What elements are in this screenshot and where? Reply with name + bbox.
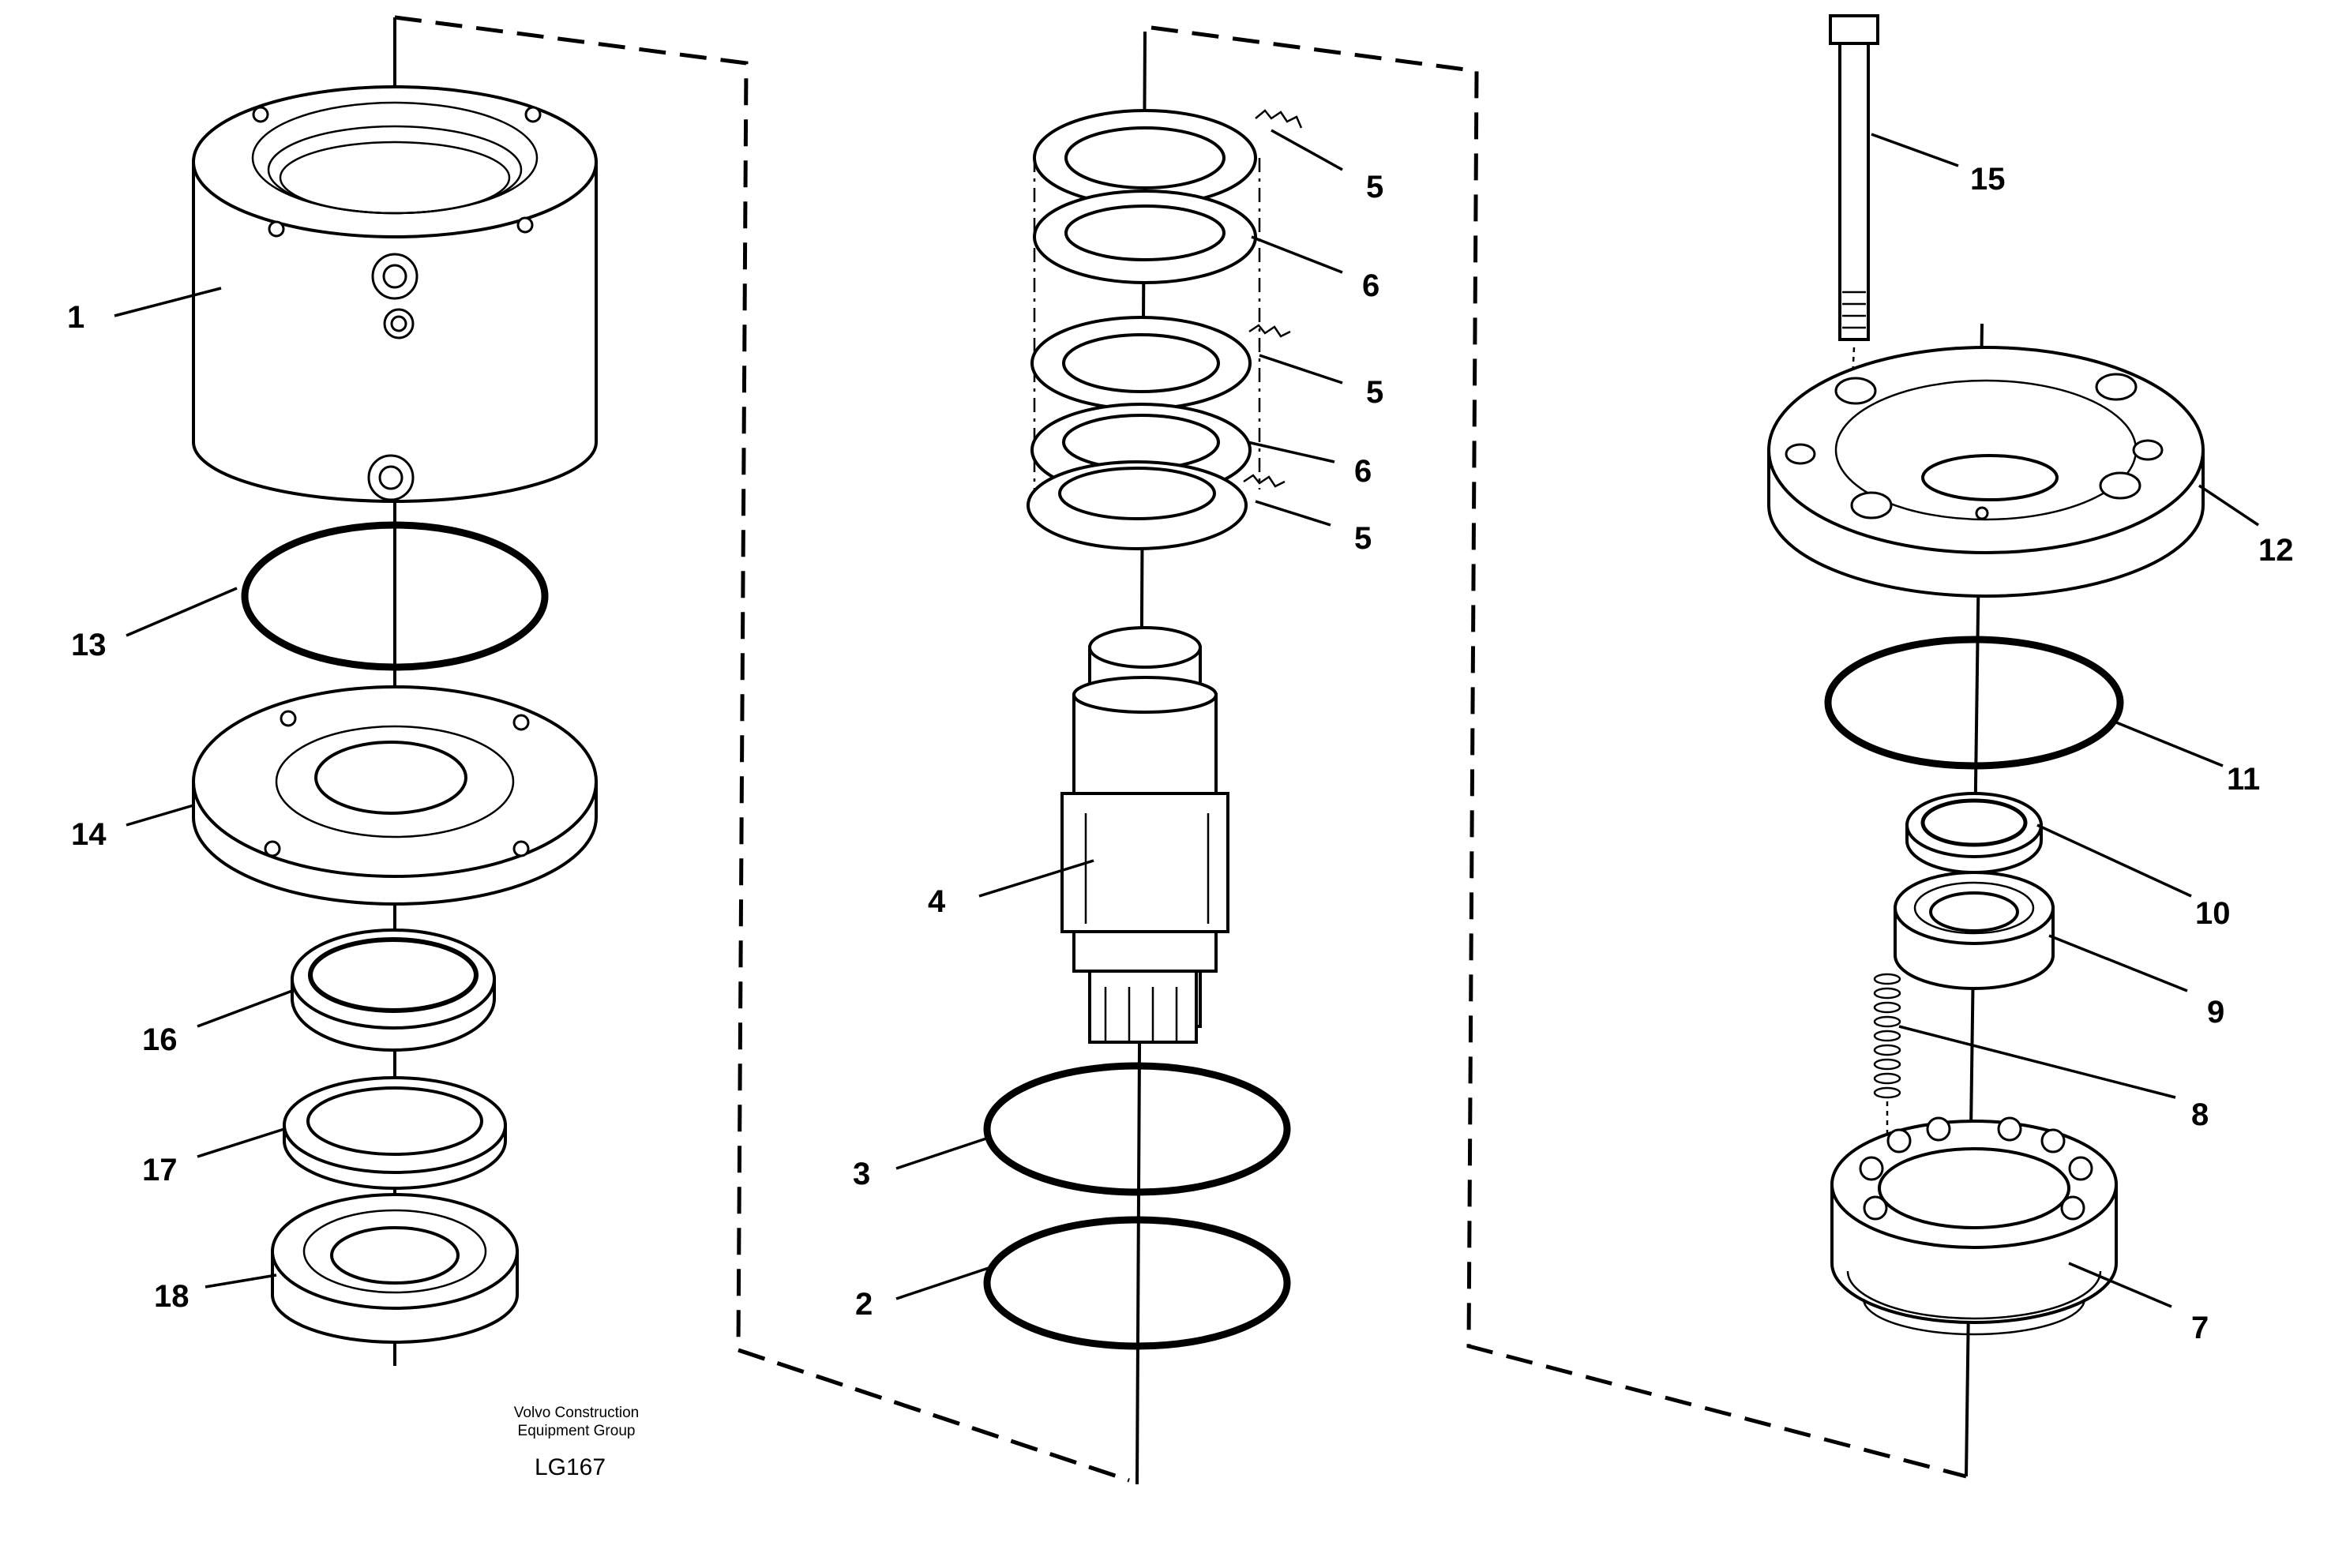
callout-15: 15 <box>1970 162 2006 197</box>
part-9-bearing <box>1894 871 2055 990</box>
callout-7: 7 <box>2191 1311 2209 1345</box>
figure-reference: LG167 <box>535 1454 606 1480</box>
part-8-spring <box>1873 973 1901 1145</box>
callout-12: 12 <box>2258 533 2294 568</box>
credit-line-1: Volvo Construction <box>514 1405 639 1421</box>
leader-8 <box>1898 1025 2176 1099</box>
part-17-ring <box>283 1076 507 1190</box>
leader-9 <box>2048 934 2188 992</box>
callout-5-top: 5 <box>1366 170 1383 204</box>
callout-13: 13 <box>71 628 107 662</box>
part-16-seal <box>291 928 496 1052</box>
assembly-frame <box>394 15 1967 1483</box>
callout-17: 17 <box>142 1153 178 1187</box>
credit-block: Volvo Construction Equipment Group LG167 <box>514 1405 639 1480</box>
callout-1: 1 <box>67 300 84 335</box>
leader-1 <box>114 287 222 317</box>
callout-2: 2 <box>855 1287 873 1322</box>
part-4-shaft <box>1060 626 1229 1044</box>
callout-5-middle: 5 <box>1366 375 1383 410</box>
part-14-flange <box>192 685 598 906</box>
leader-17 <box>197 1127 285 1158</box>
leader-6a <box>1251 235 1343 274</box>
part-2-o-ring <box>983 1216 1291 1350</box>
leader-6b <box>1247 441 1335 463</box>
part-10-seal <box>1905 792 2043 874</box>
leader-15 <box>1871 133 1959 167</box>
callout-labels: 1 2 3 4 5 5 5 6 6 7 8 9 10 11 12 13 14 1… <box>67 162 2294 1345</box>
part-5-disc-bottom <box>1027 460 1286 550</box>
callout-16: 16 <box>142 1022 178 1057</box>
callout-18: 18 <box>154 1279 190 1314</box>
callout-10: 10 <box>2195 896 2231 931</box>
part-11-o-ring <box>1824 636 2124 770</box>
leader-10 <box>2036 823 2192 898</box>
leader-13 <box>126 587 238 637</box>
part-5-disc-middle <box>1030 316 1291 411</box>
leader-2 <box>895 1266 992 1300</box>
leader-4 <box>978 859 1094 898</box>
leader-3 <box>895 1135 992 1170</box>
callout-6-middle: 6 <box>1354 454 1372 489</box>
part-12-cover <box>1767 346 2205 598</box>
part-3-o-ring <box>983 1062 1291 1196</box>
callout-11: 11 <box>2227 762 2260 797</box>
left-assembly <box>192 17 598 1366</box>
leader-12 <box>2198 484 2259 527</box>
leader-18 <box>205 1274 277 1289</box>
right-assembly <box>1767 14 2205 1477</box>
callout-5-bottom: 5 <box>1354 521 1372 556</box>
leader-5a <box>1271 129 1343 171</box>
leader-14 <box>126 804 194 827</box>
leader-5c <box>1255 500 1331 527</box>
part-13-o-ring <box>241 521 549 671</box>
part-15-bolt <box>1829 14 1879 396</box>
callout-8: 8 <box>2191 1097 2209 1132</box>
part-18-bearing <box>271 1193 519 1344</box>
callout-3: 3 <box>853 1157 870 1191</box>
callout-14: 14 <box>71 817 107 852</box>
leader-5b <box>1259 354 1343 384</box>
middle-assembly <box>983 31 1303 1485</box>
leader-7 <box>2068 1262 2172 1308</box>
part-6-plate-top <box>1033 189 1257 284</box>
part-1-housing <box>192 85 598 503</box>
callout-9: 9 <box>2207 995 2224 1030</box>
callout-4: 4 <box>928 884 946 919</box>
part-7-cage <box>1830 1116 2118 1336</box>
credit-line-2: Equipment Group <box>518 1423 636 1439</box>
leader-lines <box>114 129 2259 1308</box>
leader-11 <box>2115 721 2224 767</box>
callout-6-top: 6 <box>1362 268 1379 303</box>
leader-16 <box>197 989 293 1028</box>
